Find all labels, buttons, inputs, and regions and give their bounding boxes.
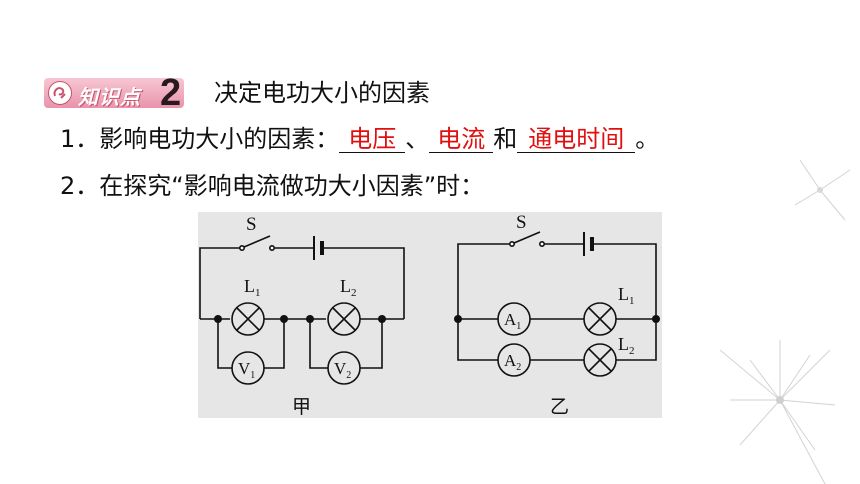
- right-lamp1-label: L1: [618, 284, 635, 307]
- ammeter-1-label: A1: [504, 310, 521, 332]
- right-circuit-caption: 乙: [550, 396, 570, 418]
- series-circuit-diagram: [199, 235, 405, 385]
- voltmeter-1-label: V1: [238, 359, 255, 381]
- item-1-prefix: 1．影响电功大小的因素：: [60, 125, 340, 153]
- parallel-circuit-diagram: [457, 231, 657, 377]
- ammeter-2-label: A2: [504, 351, 521, 373]
- left-lamp2-label: L2: [340, 276, 357, 299]
- dandelion-decoration: [719, 159, 851, 484]
- left-circuit-caption: 甲: [292, 396, 312, 418]
- badge-label: 知识点: [78, 85, 141, 109]
- right-lamp2-label: L2: [618, 334, 635, 357]
- item-1-separator-1: 、: [405, 125, 430, 153]
- voltmeter-2-label: V2: [334, 359, 351, 381]
- badge-swirl-icon: [48, 81, 72, 105]
- item-1: 1．影响电功大小的因素：电压、电流和通电时间。: [60, 124, 659, 154]
- answer-blank-3: 通电时间: [517, 126, 636, 153]
- right-switch-label: S: [516, 212, 527, 233]
- section-heading: 决定电功大小的因素: [214, 79, 430, 107]
- circuit-figure: S L1 L2 V1 V2: [198, 212, 662, 418]
- left-lamp1-label: L1: [244, 276, 261, 299]
- item-1-end: 。: [635, 125, 660, 153]
- knowledge-point-badge: 知识点 2: [44, 72, 184, 114]
- item-1-separator-2: 和: [493, 125, 518, 153]
- badge-number: 2: [160, 72, 182, 114]
- answer-blank-2: 电流: [429, 126, 494, 153]
- item-2: 2．在探究“影响电流做功大小因素”时：: [60, 172, 485, 200]
- left-switch-label: S: [246, 214, 257, 235]
- answer-blank-1: 电压: [339, 126, 406, 153]
